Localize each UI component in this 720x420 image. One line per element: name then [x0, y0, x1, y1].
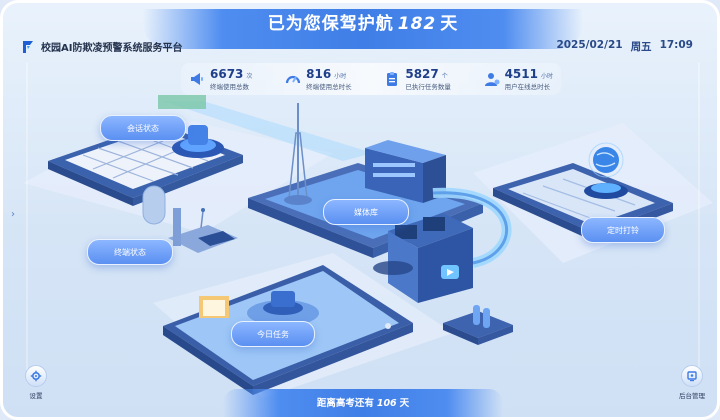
- stat-value: 6673: [210, 67, 244, 81]
- stat-value: 5827: [405, 67, 439, 81]
- admin-label: 后台管理: [679, 392, 705, 400]
- terminal-platform: [142, 185, 238, 253]
- gauge-icon: [286, 75, 301, 84]
- stat-value: 4511: [504, 67, 538, 81]
- stat-unit: 小时: [334, 73, 347, 80]
- admin-button[interactable]: 后台管理: [679, 365, 705, 400]
- expand-panel-button[interactable]: ›: [8, 201, 18, 227]
- chip-label: 会话状态: [127, 123, 159, 133]
- stat-label: 已执行任务数量: [405, 83, 451, 91]
- chevron-right-icon: ›: [11, 208, 15, 220]
- today-tasks-button[interactable]: 今日任务: [231, 321, 315, 347]
- megaphone-icon: [191, 73, 203, 85]
- stat-label: 终端使用总数: [210, 83, 249, 91]
- terminal-status-button[interactable]: 终端状态: [87, 239, 173, 265]
- banner-prefix: 已为您保驾护航: [267, 14, 394, 34]
- session-status-button[interactable]: 会话状态: [100, 115, 186, 141]
- datetime: 2025/02/21 周五 17:09: [556, 39, 693, 54]
- logo-icon: [23, 40, 33, 53]
- countdown-days: 106: [376, 398, 397, 409]
- system-logo: 校园AI防欺凌预警系统服务平台: [21, 39, 182, 54]
- weekday-text: 周五: [630, 41, 652, 53]
- system-title: 校园AI防欺凌预警系统服务平台: [41, 43, 183, 54]
- banner-days: 182: [397, 14, 437, 34]
- stat-label: 用户在线总时长: [504, 83, 551, 91]
- stat-unit: 次: [246, 73, 253, 80]
- countdown-prefix: 距离高考还有: [316, 398, 374, 409]
- bottom-banner-bar: [223, 389, 503, 417]
- chip-label: 定时打铃: [607, 225, 639, 235]
- admin-icon: [687, 371, 697, 382]
- chip-label: 今日任务: [257, 329, 289, 339]
- gear-icon: [30, 370, 42, 382]
- countdown-suffix: 天: [399, 398, 410, 409]
- settings-button[interactable]: 设置: [25, 365, 47, 400]
- top-banner-bar: [143, 9, 583, 49]
- admin-icon-circle: [681, 365, 703, 387]
- stat-value: 816: [306, 67, 332, 81]
- small-device-platform: [443, 305, 513, 345]
- date-text: 2025/02/21: [556, 39, 623, 51]
- bell-platform: [493, 142, 673, 241]
- time-text: 17:09: [659, 39, 693, 51]
- stat-label: 终端使用总时长: [306, 83, 352, 91]
- settings-label: 设置: [29, 392, 43, 400]
- media-library-button[interactable]: 媒体库: [323, 199, 409, 225]
- settings-icon-circle: [25, 365, 47, 387]
- clipboard-icon: [387, 72, 398, 86]
- chip-label: 媒体库: [354, 207, 378, 217]
- stat-unit: 个: [441, 73, 448, 80]
- user-icon: [484, 73, 500, 86]
- scheduled-bell-button[interactable]: 定时打铃: [581, 217, 665, 243]
- stat-unit: 小时: [540, 73, 553, 80]
- chip-label: 终端状态: [114, 247, 146, 257]
- banner-suffix: 天: [440, 14, 459, 34]
- map-platform: [48, 123, 243, 206]
